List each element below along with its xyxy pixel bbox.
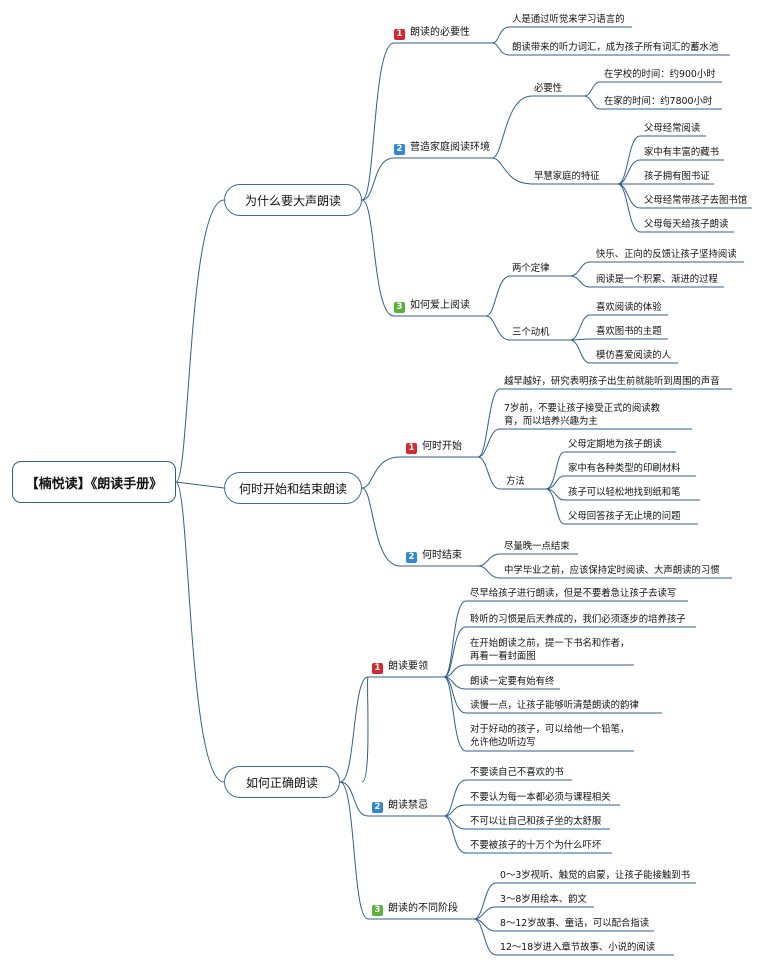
leaf[interactable]: 尽量晚一点结束 <box>504 541 570 552</box>
sub-stages[interactable]: 3 朗读的不同阶段 <box>372 902 458 916</box>
leaf-line: 对于好动的孩子，可以给他一个铅笔， <box>470 724 630 735</box>
priority-2-badge: 2 <box>394 144 405 155</box>
leaf[interactable]: 0～3岁视听、触觉的启蒙，让孩子能接触到书 <box>500 870 691 881</box>
leaf[interactable]: 越早越好，研究表明孩子出生前就能听到周围的声音 <box>504 376 720 387</box>
leaf[interactable]: 朗读一定要有始有终 <box>470 676 555 687</box>
branch-how-to-read[interactable]: 如何正确朗读 <box>224 766 340 798</box>
sub-when-end[interactable]: 2 何时结束 <box>406 549 462 563</box>
sub-when-start[interactable]: 1 何时开始 <box>406 440 462 454</box>
leaf-line: 允许他边听边写 <box>470 737 536 748</box>
leaf[interactable]: 3～8岁用绘本、韵文 <box>500 894 587 905</box>
leaf-multiline[interactable]: 对于好动的孩子，可以给他一个铅笔， 允许他边听边写 <box>470 723 629 749</box>
priority-2-badge: 2 <box>372 802 383 813</box>
leaf[interactable]: 中学毕业之前，应该保持定时阅读、大声朗读的习惯 <box>504 565 720 576</box>
sub-taboos[interactable]: 2 朗读禁忌 <box>372 799 428 813</box>
leaf[interactable]: 家中有各种类型的印刷材料 <box>568 463 681 474</box>
leaf[interactable]: 在学校的时间：约900小时 <box>604 69 716 80</box>
leaf[interactable]: 朗读带来的听力词汇，成为孩子所有词汇的蓄水池 <box>512 42 719 53</box>
leaf[interactable]: 读慢一点，让孩子能够听清楚朗读的韵律 <box>470 700 639 711</box>
sub-key-points[interactable]: 1 朗读要领 <box>372 660 428 674</box>
leaf[interactable]: 聆听的习惯是后天养成的，我们必须逐步的培养孩子 <box>470 614 686 625</box>
group-label[interactable]: 必要性 <box>534 83 563 94</box>
leaf[interactable]: 父母经常带孩子去图书馆 <box>644 195 748 206</box>
leaf[interactable]: 尽早给孩子进行朗读，但是不要着急让孩子去读写 <box>470 588 677 599</box>
priority-3-badge: 3 <box>394 302 405 313</box>
sub-label: 营造家庭阅读环境 <box>410 142 490 153</box>
priority-2-badge: 2 <box>406 552 417 563</box>
leaf[interactable]: 快乐、正向的反馈让孩子坚持阅读 <box>596 249 737 260</box>
leaf[interactable]: 家中有丰富的藏书 <box>644 147 720 158</box>
leaf[interactable]: 12～18岁进入章节故事、小说的阅读 <box>500 942 656 953</box>
sub-label: 何时结束 <box>422 550 462 561</box>
sub-label: 何时开始 <box>422 441 462 452</box>
sub-home-environment[interactable]: 2 营造家庭阅读环境 <box>394 141 490 155</box>
leaf-multiline[interactable]: 在开始朗读之前，提一下书名和作者， 再看一看封面图 <box>470 637 629 663</box>
leaf[interactable]: 喜欢阅读的体验 <box>596 302 662 313</box>
group-label[interactable]: 两个定律 <box>512 263 550 274</box>
priority-1-badge: 1 <box>406 443 417 454</box>
leaf[interactable]: 父母定期地为孩子朗读 <box>568 439 662 450</box>
leaf[interactable]: 人是通过听觉来学习语言的 <box>512 14 625 25</box>
leaf-line: 再看一看封面图 <box>470 651 536 662</box>
leaf[interactable]: 不要被孩子的十万个为什么吓坏 <box>470 840 602 851</box>
sub-label: 朗读的必要性 <box>410 27 470 38</box>
leaf-line: 在开始朗读之前，提一下书名和作者， <box>470 638 630 649</box>
leaf[interactable]: 喜欢图书的主题 <box>596 326 662 337</box>
leaf[interactable]: 在家的时间：约7800小时 <box>604 96 713 107</box>
leaf[interactable]: 不要认为每一本都必须与课程相关 <box>470 792 611 803</box>
sub-label: 朗读禁忌 <box>388 800 428 811</box>
leaf[interactable]: 不要读自己不喜欢的书 <box>470 767 564 778</box>
group-label[interactable]: 早慧家庭的特征 <box>534 171 600 182</box>
leaf[interactable]: 8～12岁故事、童话，可以配合指读 <box>500 918 650 929</box>
priority-3-badge: 3 <box>372 905 383 916</box>
priority-1-badge: 1 <box>394 29 405 40</box>
leaf[interactable]: 孩子拥有图书证 <box>644 171 710 182</box>
sub-love-reading[interactable]: 3 如何爱上阅读 <box>394 299 470 313</box>
leaf[interactable]: 阅读是一个积累、渐进的过程 <box>596 274 718 285</box>
leaf-line: 7岁前，不要让孩子接受正式的阅读教 <box>504 403 660 414</box>
group-label[interactable]: 方法 <box>506 476 525 487</box>
branch-when-start-end[interactable]: 何时开始和结束朗读 <box>224 472 362 504</box>
leaf[interactable]: 模仿喜爱阅读的人 <box>596 350 672 361</box>
leaf[interactable]: 不可以让自己和孩子坐的太舒服 <box>470 816 602 827</box>
root-topic[interactable]: 【楠悦读】《朗读手册》 <box>12 461 176 503</box>
sub-label: 朗读的不同阶段 <box>388 903 458 914</box>
sub-necessity[interactable]: 1 朗读的必要性 <box>394 26 470 40</box>
leaf-line: 育，而以培养兴趣为主 <box>504 416 598 427</box>
leaf[interactable]: 父母经常阅读 <box>644 123 701 134</box>
group-label[interactable]: 三个动机 <box>512 327 550 338</box>
priority-1-badge: 1 <box>372 663 383 674</box>
sub-label: 如何爱上阅读 <box>410 300 470 311</box>
leaf[interactable]: 父母每天给孩子朗读 <box>644 219 729 230</box>
leaf[interactable]: 孩子可以轻松地找到纸和笔 <box>568 487 681 498</box>
leaf[interactable]: 父母回答孩子无止境的问题 <box>568 511 681 522</box>
sub-label: 朗读要领 <box>388 661 428 672</box>
branch-why-read-aloud[interactable]: 为什么要大声朗读 <box>224 184 362 216</box>
leaf-multiline[interactable]: 7岁前，不要让孩子接受正式的阅读教 育，而以培养兴趣为主 <box>504 402 660 428</box>
